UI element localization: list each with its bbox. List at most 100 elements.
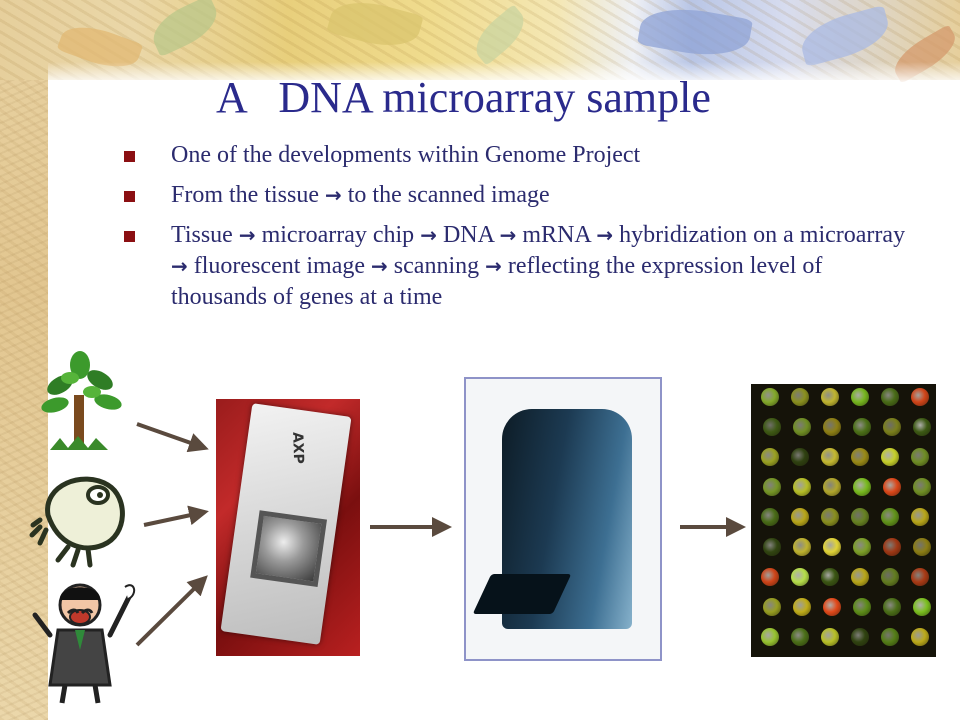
arrow-frog-to-chip	[143, 505, 209, 527]
microarray-spot	[913, 478, 931, 496]
bullet-text: hybridization on a microarray	[613, 222, 906, 248]
microarray-spot	[761, 388, 779, 406]
arrow-right-icon: →	[171, 254, 188, 278]
microarray-spot	[793, 478, 811, 496]
microarray-spot	[763, 418, 781, 436]
scanner-photo	[464, 377, 662, 661]
microarray-spot	[791, 448, 809, 466]
microarray-spot	[853, 598, 871, 616]
bullet-text: One of the developments within Genome Pr…	[171, 142, 641, 168]
leaf-decoration	[637, 0, 753, 64]
bullet-list: One of the developments within Genome Pr…	[124, 140, 914, 322]
chip-label: AXP	[289, 431, 307, 465]
bullet-square-icon	[124, 231, 135, 242]
microarray-spot	[883, 598, 901, 616]
microarray-spot	[763, 538, 781, 556]
microarray-spot	[821, 388, 839, 406]
microarray-spot	[791, 628, 809, 646]
frog-clipart-icon	[29, 476, 125, 568]
microarray-spot	[793, 418, 811, 436]
microarray-spot	[793, 538, 811, 556]
microarray-spot	[853, 418, 871, 436]
microarray-spot	[763, 598, 781, 616]
leaf-decoration	[326, 0, 424, 55]
microarray-spot	[823, 478, 841, 496]
microarray-spot	[851, 448, 869, 466]
fluorescent-microarray-photo	[751, 384, 936, 657]
microarray-spot	[823, 418, 841, 436]
microarray-spot	[761, 628, 779, 646]
arrow-man-to-chip	[135, 575, 208, 647]
bullet-text: Tissue	[171, 222, 239, 248]
microarray-spot	[881, 388, 899, 406]
microarray-spot	[763, 478, 781, 496]
microarray-spot	[821, 568, 839, 586]
microarray-spot	[761, 448, 779, 466]
microarray-spot	[913, 538, 931, 556]
bullet-item: From the tissue → to the scanned image	[124, 180, 914, 211]
microarray-spot	[883, 538, 901, 556]
arrow-right-icon: →	[371, 254, 388, 278]
arrow-right-icon: →	[238, 223, 256, 247]
microarray-spot	[851, 628, 869, 646]
arrow-right-icon: →	[499, 223, 517, 247]
microarray-spot	[911, 568, 929, 586]
arrow-right-icon: →	[420, 223, 437, 247]
bullet-text: scanning	[387, 253, 486, 279]
microarray-spot	[881, 508, 899, 526]
microarray-spot	[881, 448, 899, 466]
microarray-spot	[913, 418, 931, 436]
microarray-spot	[851, 388, 869, 406]
microarray-spot	[793, 598, 811, 616]
bullet-text: reflecting the expression level of thous…	[171, 253, 823, 310]
microarray-spot	[853, 478, 871, 496]
microarray-spot	[911, 388, 929, 406]
bullet-square-icon	[124, 191, 135, 202]
leaf-decoration	[145, 0, 225, 58]
leaf-decoration	[467, 4, 533, 66]
microarray-spot	[791, 388, 809, 406]
banner-fade	[48, 62, 960, 88]
arrow-right-icon: →	[485, 254, 502, 278]
microarray-spot	[823, 598, 841, 616]
microarray-spot	[791, 508, 809, 526]
microarray-spot	[883, 418, 901, 436]
microarray-spot	[911, 508, 929, 526]
microarray-spot	[911, 628, 929, 646]
bullet-text: mRNA	[516, 222, 597, 248]
bullet-item: Tissue → microarray chip → DNA → mRNA → …	[124, 220, 914, 313]
microarray-spot	[851, 508, 869, 526]
microarray-spot	[881, 628, 899, 646]
microarray-spot	[761, 508, 779, 526]
chip-card: AXP	[220, 403, 352, 645]
bullet-item: One of the developments within Genome Pr…	[124, 140, 914, 171]
leaf-decoration	[796, 5, 894, 67]
microarray-spot	[853, 538, 871, 556]
bullet-text: fluorescent image	[187, 253, 372, 279]
microarray-spot	[761, 568, 779, 586]
bullet-text: microarray chip	[255, 222, 421, 248]
arrow-right-icon: →	[325, 183, 342, 207]
chip-window	[250, 510, 328, 588]
microarray-spot	[913, 598, 931, 616]
bullet-text: to the scanned image	[341, 182, 550, 208]
arrow-right-icon: →	[596, 223, 614, 247]
microarray-spot	[911, 448, 929, 466]
arrow-tree-to-chip	[136, 422, 209, 453]
microarray-spot	[791, 568, 809, 586]
microarray-spot	[881, 568, 899, 586]
microarray-spot	[823, 538, 841, 556]
left-decorative-strip	[0, 0, 48, 720]
scientist-clipart-icon	[32, 583, 136, 704]
microarray-spot	[821, 508, 839, 526]
bullet-square-icon	[124, 151, 135, 162]
microarray-spot	[821, 628, 839, 646]
microarray-chip-photo: AXP	[216, 399, 360, 656]
bullet-text: From the tissue	[171, 182, 325, 208]
tree-clipart-icon	[41, 351, 122, 450]
microarray-spot	[883, 478, 901, 496]
slide-title: A DNA microarray sample	[216, 73, 711, 122]
bullet-text: DNA	[436, 222, 500, 248]
microarray-spot	[851, 568, 869, 586]
microarray-spot	[821, 448, 839, 466]
